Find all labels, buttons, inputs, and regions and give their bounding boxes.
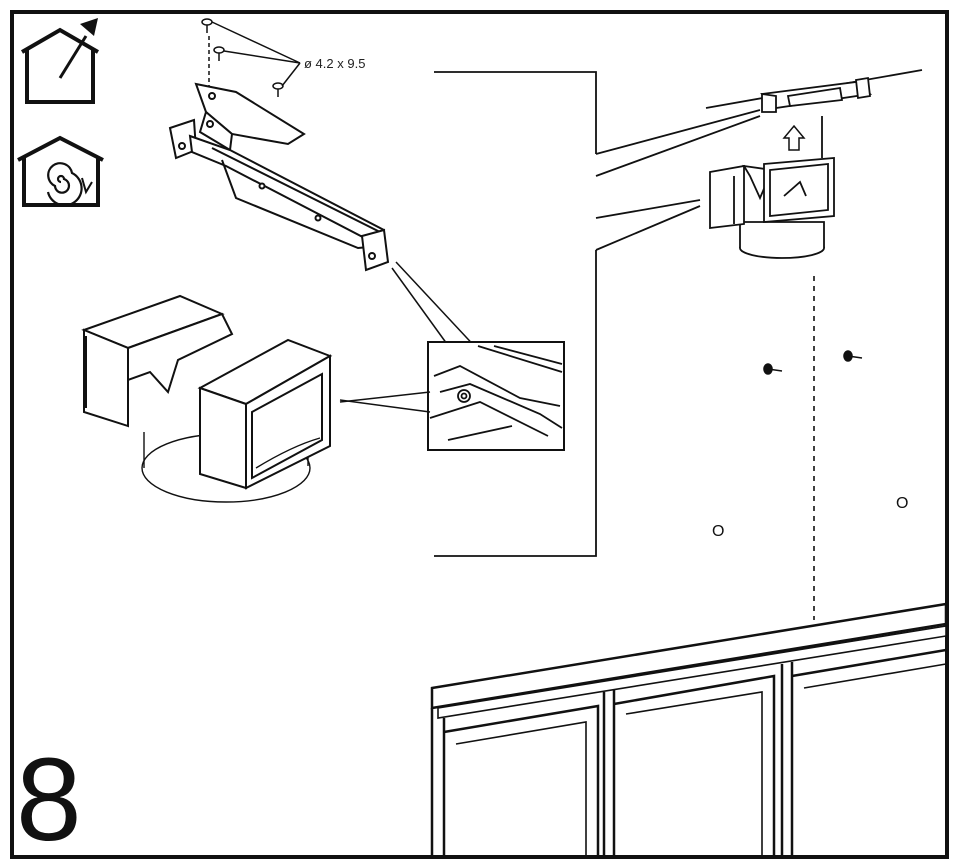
arrow-up-icon (782, 124, 806, 151)
screw-spec-label: ø 4.2 x 9.5 (304, 56, 365, 71)
wall-screws (763, 350, 863, 375)
screw-detail-box (427, 341, 565, 451)
screw-icon (272, 82, 284, 90)
ceiling-bracket-assembly (705, 69, 923, 158)
screw-icon (213, 46, 225, 54)
grouping-bracket (434, 71, 761, 557)
screw-set (201, 18, 301, 97)
step-number: 8 (16, 734, 82, 865)
wall-screw-icon (763, 363, 783, 375)
hole-mark-left: O (712, 523, 724, 540)
wall-cabinets (430, 602, 948, 855)
ducted-mode-icon (20, 18, 100, 104)
duct-connector-installed (709, 157, 835, 259)
mounting-bracket (168, 82, 390, 272)
wall-screw-icon (843, 350, 863, 362)
recirculation-mode-icon (17, 135, 104, 207)
screw-icon (201, 18, 213, 26)
hole-mark-right: O (896, 495, 908, 512)
diagram-frame (10, 10, 949, 859)
connector-callout (339, 391, 431, 413)
duct-connector (81, 294, 333, 503)
